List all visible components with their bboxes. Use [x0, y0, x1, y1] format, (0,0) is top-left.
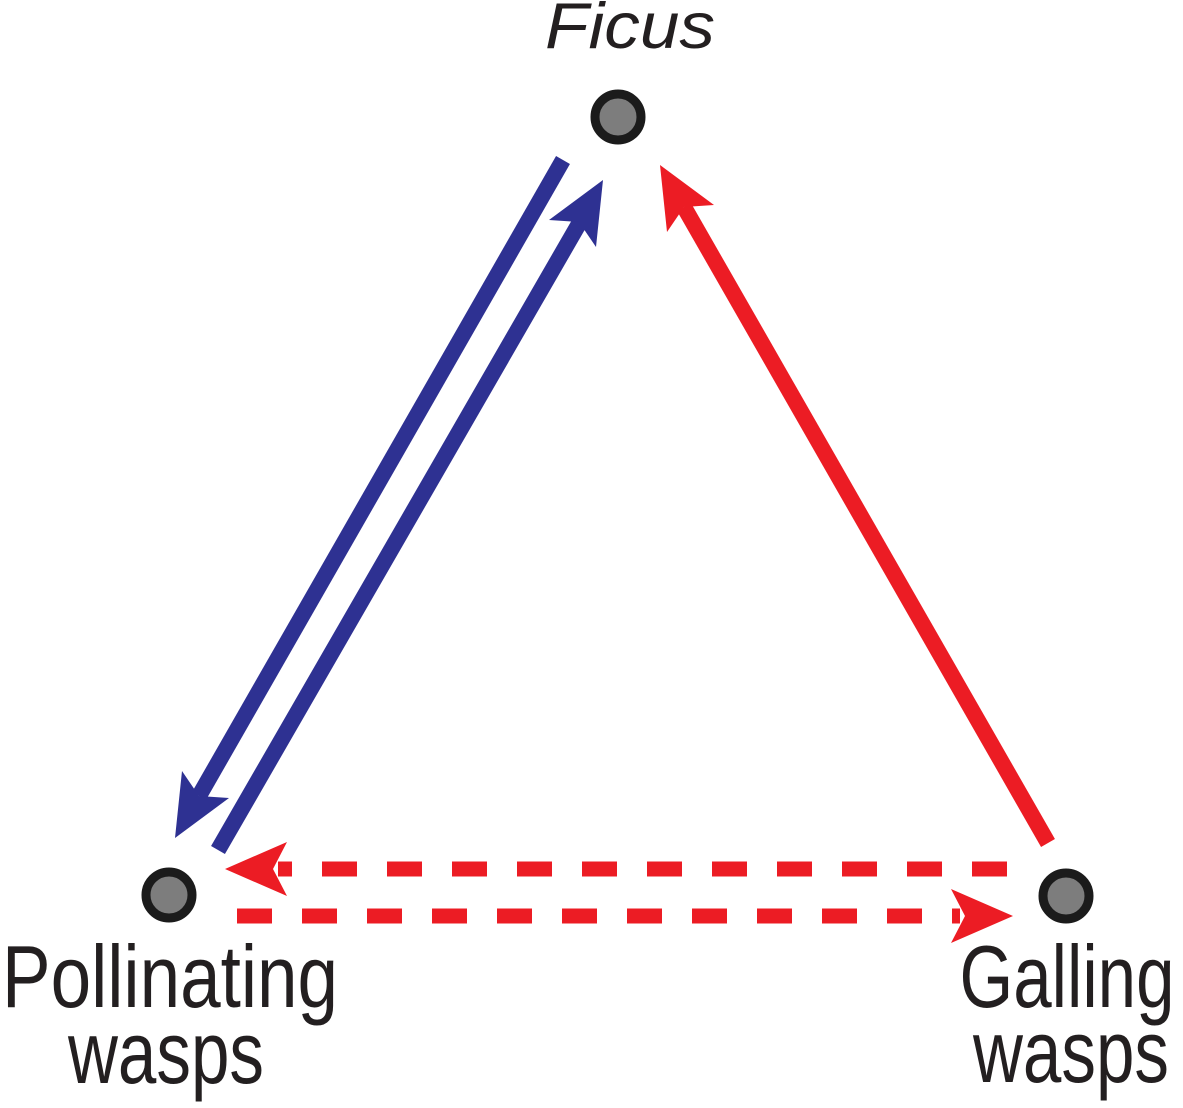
- edge-pollinating-wasps-to-galling-wasps-arrowhead: [951, 889, 1013, 943]
- galling-wasps-label-line1: Galling: [960, 927, 1175, 1026]
- ficus-node: [590, 89, 646, 145]
- edge-galling-wasps-to-ficus: [660, 165, 1055, 847]
- edge-ficus-to-pollinating-wasps-arrowhead: [175, 771, 229, 838]
- edge-pollinating-wasps-to-ficus-shaft: [211, 218, 587, 854]
- edge-galling-wasps-to-ficus-arrowhead: [660, 165, 714, 232]
- edge-ficus-to-pollinating-wasps: [175, 156, 570, 838]
- edge-galling-wasps-to-pollinating-wasps: [225, 842, 1007, 896]
- galling-wasps-label-line2: wasps: [972, 1002, 1169, 1101]
- edge-galling-wasps-to-pollinating-wasps-arrowhead: [225, 842, 287, 896]
- pollinating-wasps-node: [141, 867, 197, 923]
- edge-pollinating-wasps-to-ficus-arrowhead: [549, 180, 603, 247]
- ficus-label: Ficus: [545, 0, 715, 62]
- edge-pollinating-wasps-to-galling-wasps: [237, 889, 1013, 943]
- edge-pollinating-wasps-to-ficus: [211, 180, 603, 854]
- pollinating-wasps-label-line1: Pollinating: [2, 927, 338, 1026]
- pollinating-wasps-label-line2: wasps: [67, 1003, 264, 1102]
- galling-wasps-node: [1038, 868, 1094, 924]
- edge-ficus-to-pollinating-wasps-shaft: [192, 156, 570, 800]
- edge-galling-wasps-to-ficus-shaft: [677, 203, 1055, 847]
